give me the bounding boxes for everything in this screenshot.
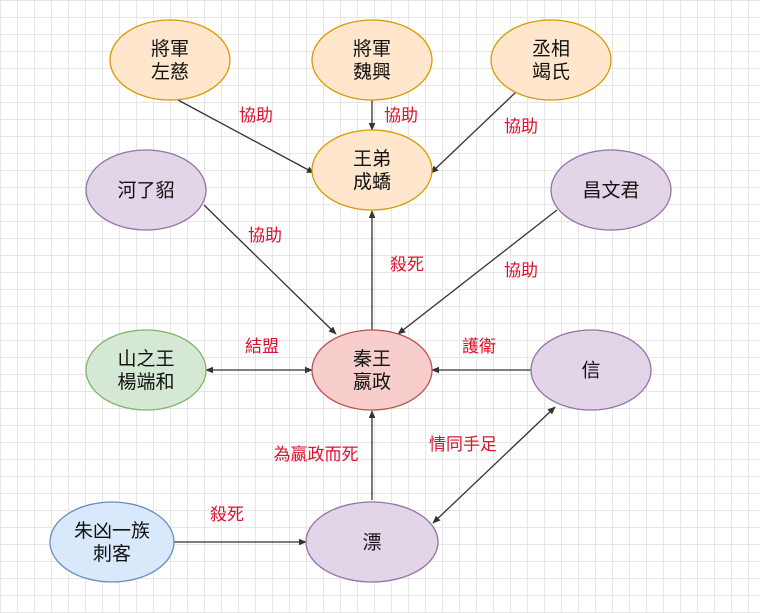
edge-heliaodiao-yingzheng (203, 204, 337, 335)
node-label-weixing-0: 將軍 (353, 38, 391, 60)
node-shape-piao (305, 501, 439, 583)
node-shape-heliaodiao (85, 149, 207, 231)
node-shape-jieshi (490, 19, 612, 101)
node-shape-yingzheng (311, 329, 433, 411)
node-label-chengjiao-1: 成蟜 (353, 171, 391, 193)
node-label-chengjiao-0: 王弟 (353, 148, 391, 170)
edge-label-weixing-chengjiao: 協助 (384, 106, 418, 126)
node-label-yingzheng-0: 秦王 (353, 348, 391, 370)
node-shape-chengjiao (311, 129, 433, 211)
node-label-xin-0: 信 (581, 360, 600, 382)
node-label-yingzheng-1: 嬴政 (353, 371, 391, 393)
node-shape-assassin (49, 501, 175, 583)
edge-label-assassin-piao: 殺死 (210, 505, 244, 525)
edge-label-piao-yingzheng: 為嬴政而死 (274, 445, 359, 465)
node-label-jieshi-1: 竭氏 (532, 61, 570, 83)
node-label-yangduanhe-1: 楊端和 (117, 371, 174, 393)
node-heliaodiao: 河了貂 (85, 149, 207, 231)
node-label-heliaodiao-0: 河了貂 (117, 180, 174, 202)
node-piao: 漂 (305, 501, 439, 583)
node-xin: 信 (530, 329, 652, 411)
node-label-yangduanhe-0: 山之王 (117, 348, 174, 370)
edge-zuoci-chengjiao (177, 99, 315, 174)
edge-xin-piao (432, 406, 556, 524)
node-shape-zuoci (109, 19, 231, 101)
node-label-weixing-1: 魏興 (353, 61, 391, 83)
edge-label-xin-piao: 情同手足 (429, 435, 497, 455)
node-shape-xin (530, 329, 652, 411)
edge-label-heliaodiao-yingzheng: 協助 (248, 226, 282, 246)
node-label-assassin-0: 朱凶一族 (74, 520, 150, 542)
node-shape-weixing (311, 19, 433, 101)
node-label-changwenjun-0: 昌文君 (582, 180, 639, 202)
node-shape-yangduanhe (85, 329, 207, 411)
edge-label-jieshi-chengjiao: 協助 (504, 117, 538, 137)
node-label-zuoci-0: 將軍 (151, 38, 189, 60)
edge-jieshi-chengjiao (430, 91, 517, 174)
edge-label-yingzheng-chengjiao: 殺死 (390, 255, 424, 275)
node-label-piao-0: 漂 (362, 532, 381, 554)
node-changwenjun: 昌文君 (550, 149, 672, 231)
node-label-jieshi-0: 丞相 (532, 38, 570, 60)
edge-label-changwenjun-yingzheng: 協助 (504, 261, 538, 281)
edge-changwenjun-yingzheng (397, 209, 558, 335)
node-label-zuoci-1: 左慈 (151, 61, 189, 83)
edge-label-yangduanhe-yingzheng: 結盟 (245, 337, 279, 357)
edge-label-zuoci-chengjiao: 協助 (239, 106, 273, 126)
node-label-assassin-1: 刺客 (93, 543, 131, 565)
edge-label-xin-yingzheng: 護衛 (462, 337, 496, 357)
node-shape-changwenjun (550, 149, 672, 231)
